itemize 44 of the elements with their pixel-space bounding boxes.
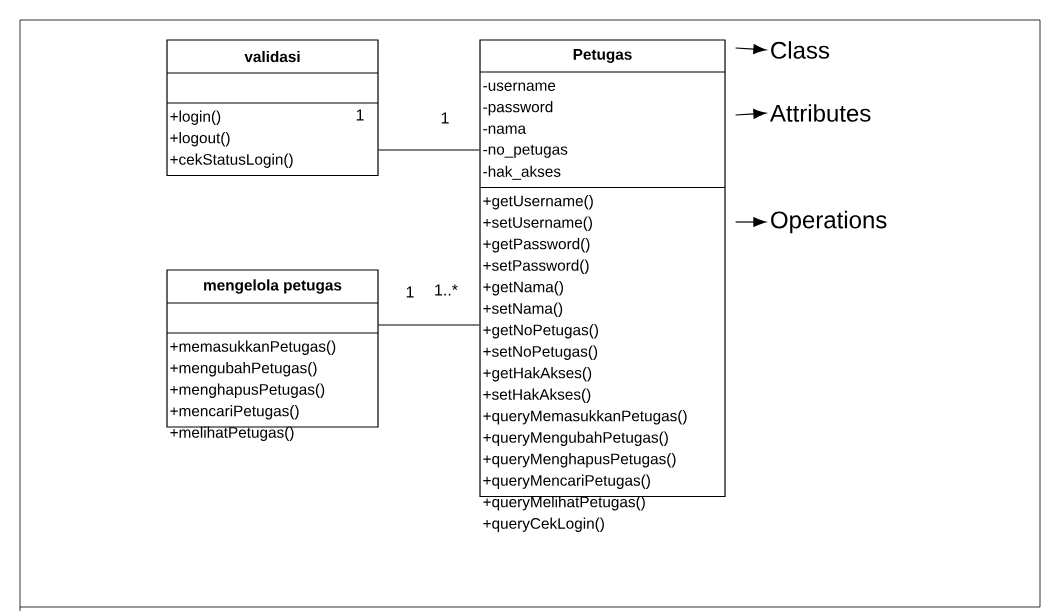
member-text: -password: [483, 101, 553, 116]
member-text: +mencariPetugas(): [170, 405, 299, 420]
arrow: [735, 217, 767, 227]
member-text: +setPassword(): [483, 259, 589, 274]
class-name: Petugas: [573, 49, 632, 63]
member-text: +setNoPetugas(): [483, 345, 598, 360]
member-text: -username: [483, 82, 556, 91]
member-text: +cekStatusLogin(): [170, 153, 293, 168]
member-text: +queryMenghapusPetugas(): [483, 453, 676, 468]
member-text: +menghapusPetugas(): [170, 383, 325, 398]
annotation-text: Class: [771, 41, 830, 59]
member-text: +mengubahPetugas(): [170, 362, 317, 377]
member-text: +getNama(): [483, 281, 564, 296]
multiplicity-label: 1..*: [435, 284, 458, 296]
member-text: +logout(): [170, 132, 230, 147]
association-line: [378, 149, 480, 151]
member-text: +setUsername(): [483, 216, 592, 231]
member-text: +queryMengubahPetugas(): [483, 431, 668, 446]
association-line: [378, 324, 480, 326]
class-name: mengelola petugas: [204, 279, 342, 294]
member-text: -nama: [483, 125, 527, 134]
member-text: +queryMencariPetugas(): [483, 474, 650, 489]
annotation-text: Operations: [771, 210, 887, 234]
member-text: +login(): [170, 110, 221, 125]
class-name: validasi: [244, 50, 300, 63]
multiplicity-label: 1: [441, 112, 449, 124]
member-text: +queryCekLogin(): [483, 517, 604, 532]
arrow: [735, 44, 767, 55]
member-text: +queryMemasukkanPetugas(): [483, 410, 687, 425]
member-text: +getHakAkses(): [483, 367, 592, 382]
member-text: +memasukkanPetugas(): [170, 340, 336, 355]
member-text: +getPassword(): [483, 238, 590, 253]
member-text: -hak_akses: [483, 165, 561, 180]
member-text: +setNama(): [483, 302, 563, 317]
member-text: +getUsername(): [483, 195, 593, 210]
annotation-text: Attributes: [770, 104, 871, 122]
multiplicity-label: 1: [356, 109, 364, 121]
member-text: +queryMelihatPetugas(): [483, 496, 645, 511]
member-text: -no_petugas: [483, 144, 568, 158]
member-text: +melihatPetugas(): [170, 426, 294, 441]
multiplicity-label: 1: [406, 286, 414, 298]
arrow: [735, 109, 767, 119]
member-text: +setHakAkses(): [483, 388, 591, 403]
member-text: +getNoPetugas(): [483, 324, 598, 339]
